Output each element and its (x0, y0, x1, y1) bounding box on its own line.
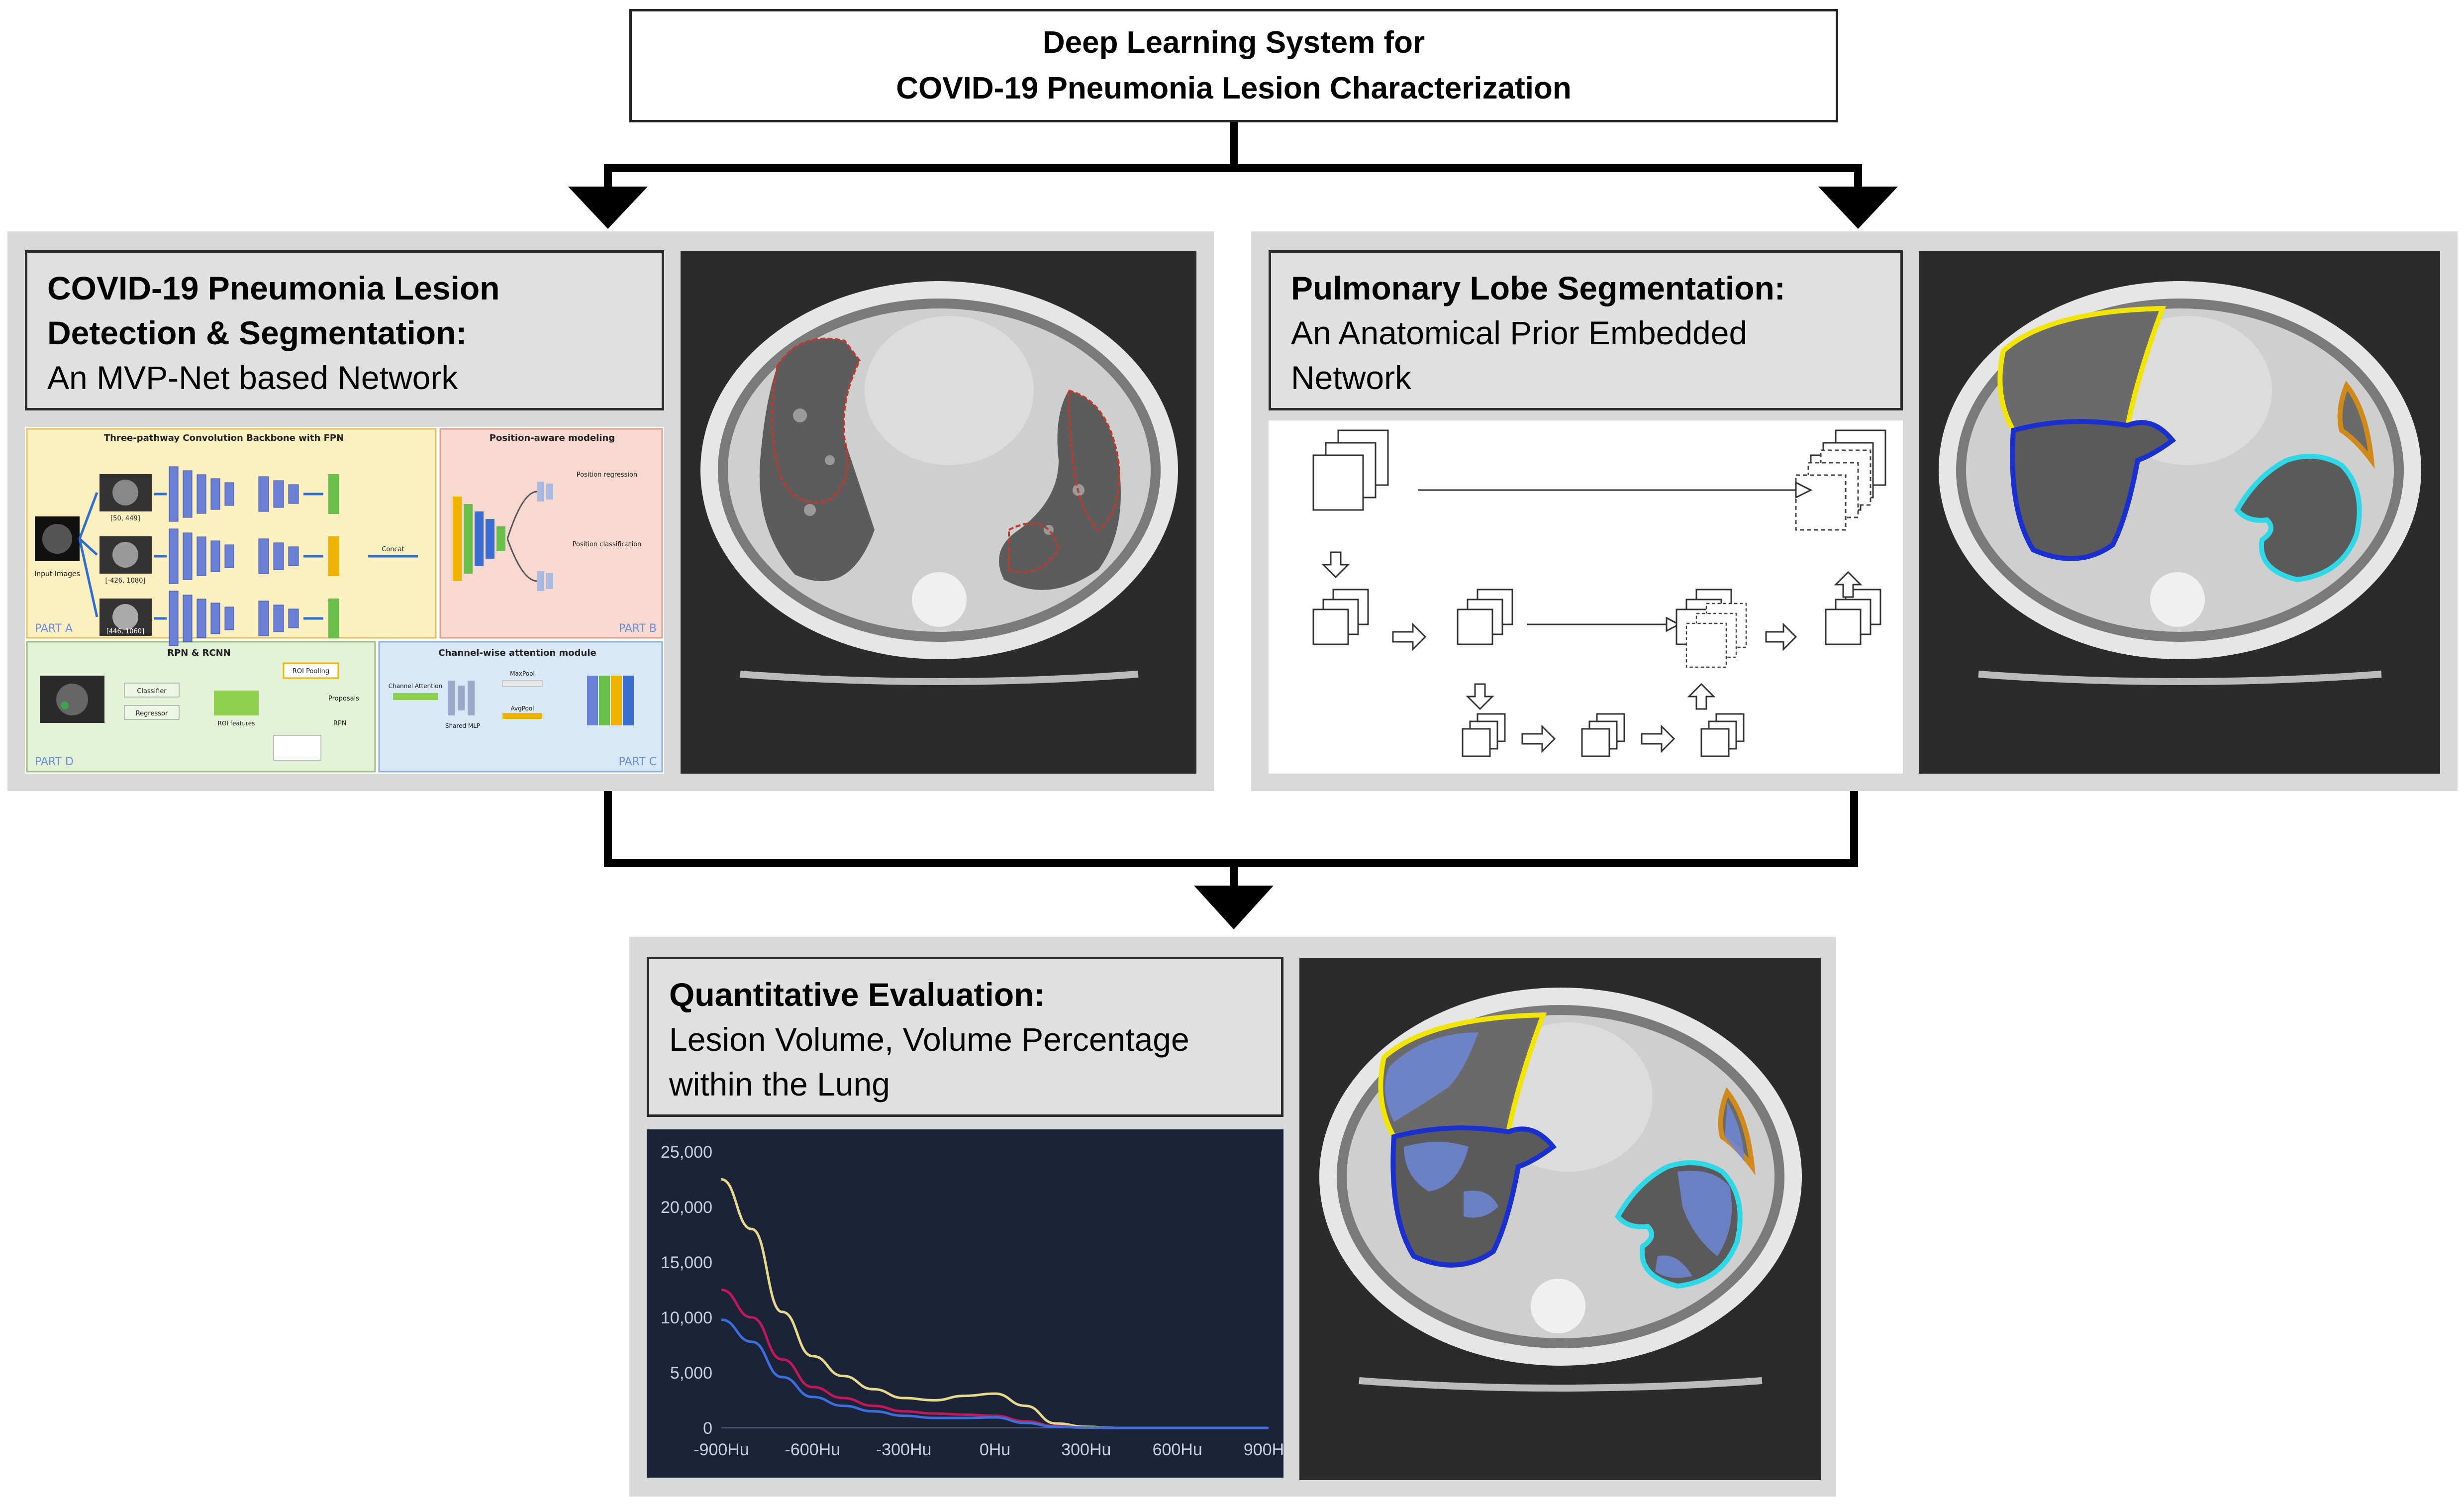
arrow-bottom-down (1194, 886, 1274, 929)
x-tick-label: -600Hu (785, 1440, 841, 1459)
lesion-heading-line2: Detection & Segmentation: (47, 314, 467, 351)
lesion-heading-line1: COVID-19 Pneumonia Lesion (47, 270, 500, 306)
roi-pooling-label: ROI Pooling (293, 668, 329, 675)
ct-quantitative-image (1299, 958, 1821, 1480)
lobe-subtitle-line1: An Anatomical Prior Embedded (1291, 314, 1748, 351)
y-tick-label: 15,000 (661, 1253, 712, 1272)
y-tick-label: 25,000 (661, 1143, 712, 1162)
attention-title: Channel-wise attention module (438, 648, 596, 658)
quantitative-subtitle-line2: within the Lung (669, 1066, 890, 1103)
concat-label: Concat (382, 546, 404, 553)
proposals-label: Proposals (328, 695, 359, 702)
quantitative-heading: Quantitative Evaluation: (669, 976, 1045, 1013)
avgpool-label: AvgPool (510, 705, 534, 712)
part-c-label: PART C (619, 756, 657, 768)
series-line-3 (721, 1318, 1269, 1429)
x-tick-label: -900Hu (693, 1440, 749, 1459)
part-a-label: PART A (35, 622, 73, 635)
lesion-subtitle: An MVP-Net based Network (47, 359, 458, 396)
mvp-net-architecture: Three-pathway Convolution Backbone with … (25, 427, 664, 774)
system-title-box: Deep Learning System for COVID-19 Pneumo… (629, 9, 1838, 122)
x-tick-label: -300Hu (876, 1440, 932, 1459)
lesion-detection-label: COVID-19 Pneumonia Lesion Detection & Se… (25, 250, 664, 410)
position-regression-label: Position regression (577, 471, 637, 479)
window-2-label: [-426, 1080] (105, 577, 146, 585)
hu-volume-chart-svg: 0 5,000 10,000 15,000 20,000 25,000 -900Hu -600… (661, 1143, 1283, 1459)
y-tick-label: 0 (703, 1419, 712, 1438)
x-tick-label: 900Hu (1244, 1440, 1283, 1459)
hu-volume-chart: 0 5,000 10,000 15,000 20,000 25,000 -900Hu -600… (647, 1129, 1283, 1478)
position-title: Position-aware modeling (490, 433, 615, 443)
roi-features-label: ROI features (218, 720, 255, 727)
window-1-label: [50, 449] (110, 515, 140, 522)
arrow-left-down (568, 187, 648, 229)
lobe-segmentation-label: Pulmonary Lobe Segmentation: An Anatomic… (1269, 250, 1903, 410)
series-line-1 (721, 1178, 1269, 1429)
x-tick-label: 300Hu (1061, 1440, 1111, 1459)
regressor-label: Regressor (136, 710, 168, 717)
part-b-label: PART B (619, 622, 657, 635)
classifier-label: Classifier (137, 688, 167, 695)
x-tick-label: 600Hu (1153, 1440, 1202, 1459)
series-line-2 (721, 1289, 1269, 1429)
rpn-title: RPN & RCNN (167, 648, 231, 658)
arrow-right-down (1818, 187, 1898, 229)
maxpool-label: MaxPool (510, 670, 535, 677)
system-title-line2: COVID-19 Pneumonia Lesion Characterizati… (896, 71, 1572, 105)
y-tick-label: 10,000 (661, 1308, 712, 1327)
part-a-title: Three-pathway Convolution Backbone with … (104, 433, 344, 443)
position-classification-label: Position classification (573, 541, 642, 548)
lobe-network-architecture (1269, 420, 1903, 774)
input-label: Input Images (34, 570, 80, 578)
lobe-subtitle-line2: Network (1291, 359, 1412, 396)
x-tick-label: 0Hu (980, 1440, 1010, 1459)
quantitative-label: Quantitative Evaluation: Lesion Volume, … (647, 957, 1283, 1117)
quantitative-subtitle-line1: Lesion Volume, Volume Percentage (669, 1021, 1189, 1058)
ct-lesion-image (681, 251, 1196, 774)
ct-lobe-image (1919, 251, 2440, 774)
channel-attention-label: Channel Attention (389, 683, 442, 690)
y-tick-label: 5,000 (670, 1364, 712, 1383)
part-d-label: PART D (35, 756, 74, 768)
shared-mlp-label: Shared MLP (445, 722, 480, 729)
window-3-label: [446, 1060] (106, 628, 144, 635)
y-tick-label: 20,000 (661, 1198, 712, 1217)
rpn-label: RPN (333, 720, 347, 727)
lobe-heading: Pulmonary Lobe Segmentation: (1291, 270, 1785, 306)
system-title-line1: Deep Learning System for (1042, 25, 1425, 60)
